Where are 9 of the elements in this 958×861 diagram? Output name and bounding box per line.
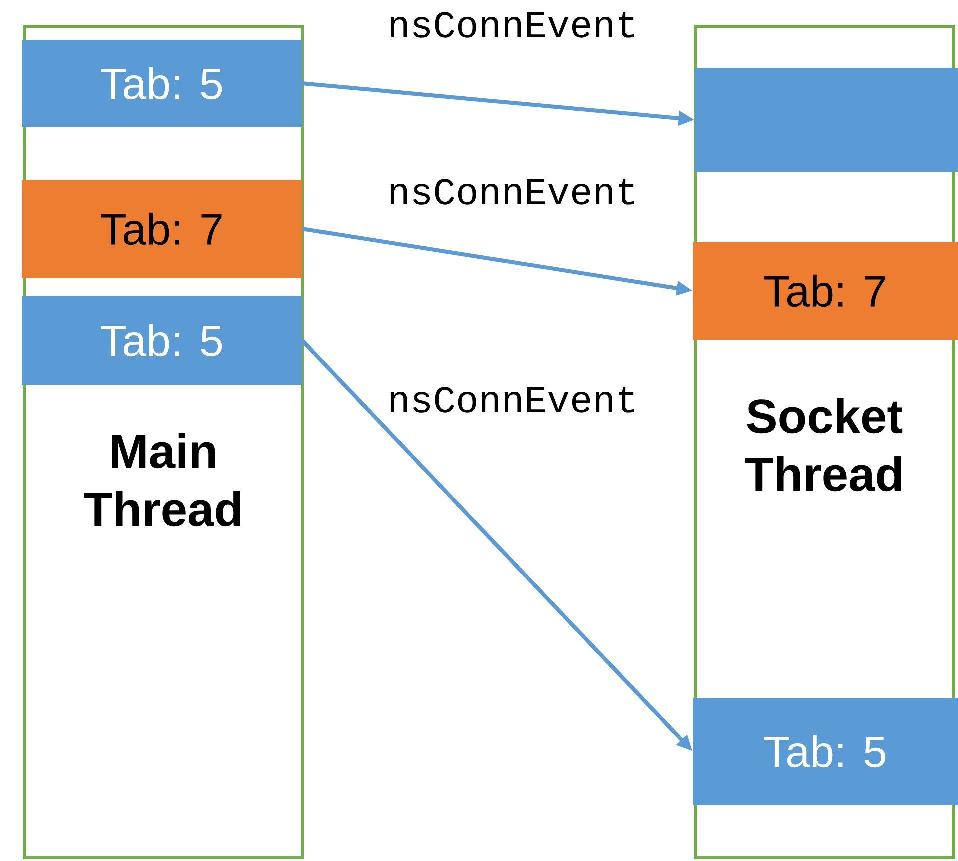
- tab-box: Tab: 5: [693, 698, 958, 805]
- edge-label: nsConnEvent: [386, 177, 640, 207]
- edge-label: nsConnEvent: [386, 10, 640, 40]
- tab-box: Tab: 5: [22, 296, 302, 385]
- tab-box: Tab: 7: [693, 242, 958, 340]
- tab-box: [695, 68, 958, 172]
- tab-box: Tab: 5: [22, 40, 302, 127]
- edge-label: nsConnEvent: [386, 385, 640, 415]
- tab-box: Tab: 7: [22, 180, 302, 278]
